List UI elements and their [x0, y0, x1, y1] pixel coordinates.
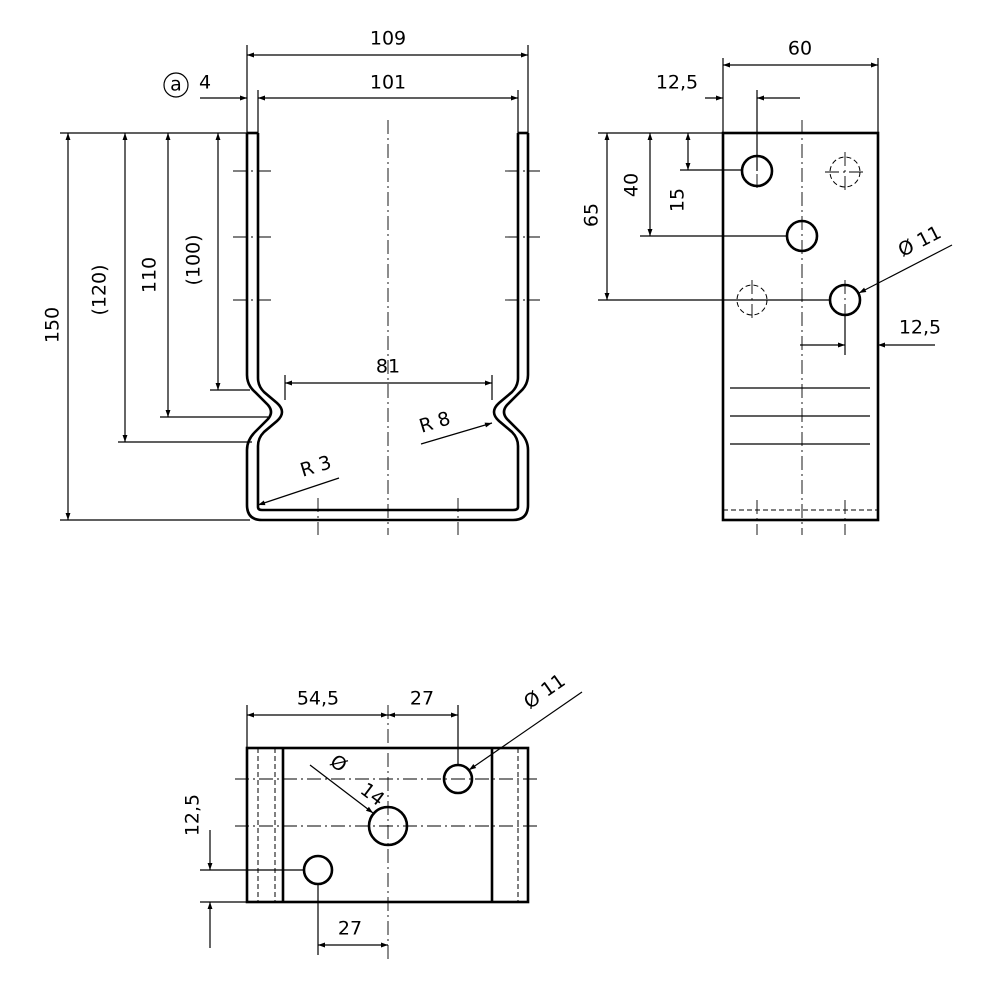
dim-40: 40: [621, 173, 643, 197]
top-view: 54,5 27 Ø 11 Ø 14 12,5 27: [182, 670, 583, 960]
dim-height-110: 110: [139, 257, 161, 293]
dim-total-height: 150: [42, 307, 64, 343]
dim-15: 15: [667, 188, 689, 212]
radius-small: R 3: [298, 451, 334, 481]
dim-54-5: 54,5: [297, 688, 339, 710]
dim-height-120: (120): [89, 264, 111, 315]
profile-outer: [245, 133, 530, 522]
hole-diameter-small: Ø 11: [520, 670, 570, 714]
front-view: 109 101 a 4 150 (120) 110 (100) 81 R 8 R…: [42, 28, 540, 535]
profile-inner: [256, 133, 520, 512]
side-view: 60 12,5 65 40 15 Ø 11 12,5: [581, 38, 953, 535]
dim-height-100: (100): [183, 234, 205, 285]
dim-27-top: 27: [410, 688, 434, 710]
radius-large: R 8: [417, 407, 453, 437]
dim-neck-width: 81: [376, 356, 400, 378]
dim-edge-top: 12,5: [656, 72, 698, 94]
hole-large: [367, 805, 409, 847]
hole: [302, 854, 334, 886]
dim-overall-width: 109: [370, 28, 406, 50]
dim-65: 65: [581, 203, 603, 227]
dim-width: 60: [788, 38, 812, 60]
hole-diameter-symbol: Ø: [326, 750, 351, 777]
callout-circle: [163, 72, 189, 98]
dim-12-5: 12,5: [182, 794, 204, 836]
hole-diameter-large: 14: [356, 779, 389, 811]
hole-diameter: Ø 11: [895, 221, 945, 261]
dim-27-bottom: 27: [338, 918, 362, 940]
dim-inner-width: 101: [370, 72, 406, 94]
dim-edge-right: 12,5: [899, 317, 941, 339]
dim-thickness: 4: [199, 72, 211, 94]
callout-marker: a: [170, 74, 182, 96]
